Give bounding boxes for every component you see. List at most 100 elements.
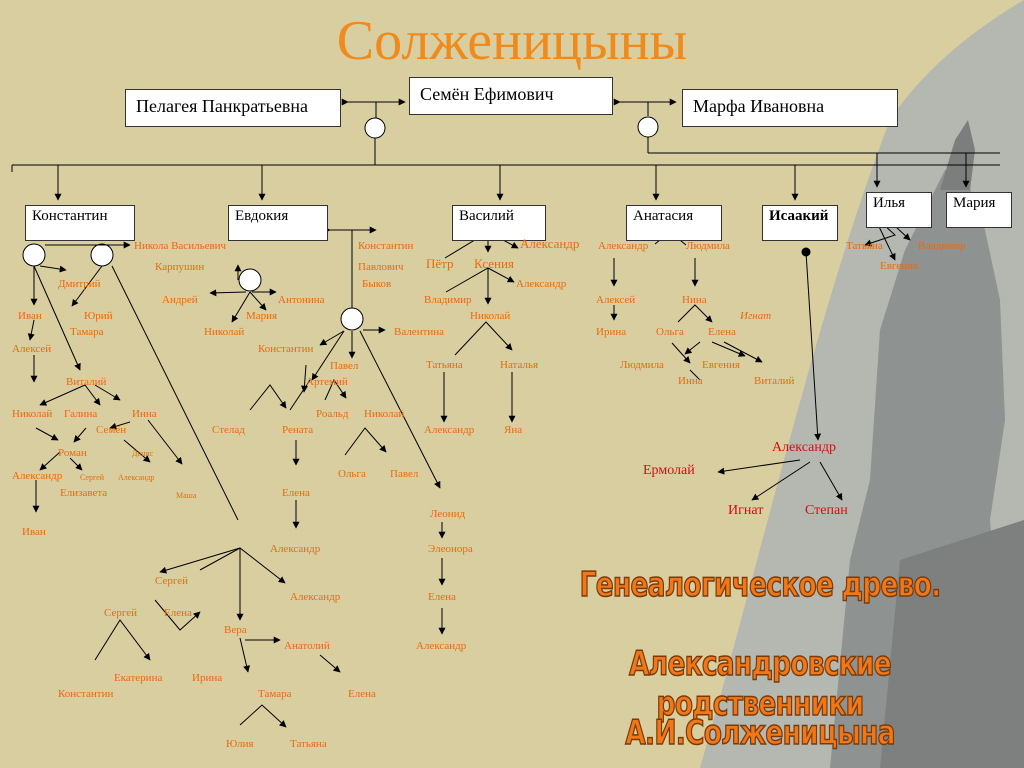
person: Карпушин	[155, 261, 205, 273]
person: Нина	[682, 294, 707, 306]
person: Рената	[282, 424, 314, 436]
person: Татьяна	[426, 359, 463, 371]
person: Константин	[358, 240, 414, 252]
person: Татьяна	[290, 738, 327, 750]
person: Леонид	[430, 508, 466, 520]
person: Галина	[64, 408, 98, 420]
person: Елена	[164, 607, 192, 619]
person: Мария	[246, 310, 278, 322]
person: Николай	[204, 326, 245, 338]
person: Александр	[416, 640, 467, 652]
person: Андрей	[162, 294, 198, 306]
person: Елена	[348, 688, 376, 700]
person: Артемий	[306, 376, 348, 388]
person: Никола Васильевич	[134, 240, 227, 252]
person: Быков	[362, 278, 392, 290]
person: Александр	[516, 278, 567, 290]
person: Елизавета	[60, 487, 108, 499]
person: Елена	[708, 326, 736, 338]
person: Павел	[330, 360, 359, 372]
box-semen: Семён Ефимович	[409, 77, 613, 115]
person: Дмитрий	[58, 278, 101, 290]
person: Ирина	[596, 326, 627, 338]
person: Роальд	[316, 408, 349, 420]
person: Елена	[282, 487, 310, 499]
person: Константин	[58, 688, 114, 700]
person: Ольга	[656, 326, 684, 338]
person: Ольга	[338, 468, 366, 480]
person: Сергей	[80, 473, 104, 482]
person: Тамара	[258, 688, 292, 700]
person: Людмила	[620, 359, 664, 371]
banner-line-3: А.И.Солженицына	[625, 712, 896, 754]
person: Николай	[364, 408, 405, 420]
person: Сергей	[155, 575, 188, 587]
person: Александр	[520, 236, 580, 251]
person: Ксения	[474, 256, 514, 271]
person-grandson: Степан	[805, 503, 848, 518]
box-vasiliy: Василий	[452, 205, 546, 241]
person: Сергей	[104, 607, 137, 619]
person: Анатолий	[284, 640, 330, 652]
person: Юлия	[226, 738, 254, 750]
person: Маша	[176, 491, 197, 500]
person: Николай	[12, 408, 53, 420]
box-anatasiya: Анатасия	[626, 205, 722, 241]
box-isaakiy: Исаакий	[762, 205, 838, 241]
person-son: Александр	[772, 440, 836, 455]
person: Юрий	[84, 310, 113, 322]
person: Наталья	[500, 359, 539, 371]
person: Екатерина	[114, 672, 163, 684]
person: Павел	[390, 468, 419, 480]
person: Антонина	[278, 294, 325, 306]
box-marfa: Марфа Ивановна	[682, 89, 898, 127]
person: Николай	[470, 310, 511, 322]
person: Пётр	[426, 256, 454, 271]
person-grandson: Игнат	[728, 503, 764, 518]
person: Евгения	[702, 359, 740, 371]
box-ilya: Илья	[866, 192, 932, 228]
person: Валентина	[394, 326, 445, 338]
person: Алексей	[596, 294, 636, 306]
person: Яна	[504, 424, 523, 436]
box-pelageya: Пелагея Панкратьевна	[125, 89, 341, 127]
person: Владимир	[424, 294, 472, 306]
person: Виталий	[66, 376, 107, 388]
person: Павлович	[358, 261, 404, 273]
person: Стелад	[212, 424, 245, 436]
person: Виталий	[754, 375, 795, 387]
person: Людмила	[686, 240, 730, 252]
person: Евгения	[880, 260, 918, 272]
person: Ирина	[192, 672, 223, 684]
person: Татьяна	[846, 240, 883, 252]
person: Инна	[132, 408, 157, 420]
person: Александр	[598, 240, 649, 252]
box-mariya: Мария	[946, 192, 1012, 228]
person: Владимир	[918, 240, 966, 252]
person: Алексей	[12, 343, 52, 355]
person: Роман	[58, 447, 87, 459]
person: Семён	[96, 424, 127, 436]
banner-line-1: Генеалогическое древо.	[579, 564, 942, 606]
person: Тамара	[70, 326, 104, 338]
person: Александр	[424, 424, 475, 436]
person: Иван	[22, 526, 46, 538]
person: Александр	[290, 591, 341, 603]
person: Элеонора	[428, 543, 473, 555]
banner-line-2: Александровские родственники	[628, 643, 892, 725]
person: Александр	[118, 473, 155, 482]
person-grandson: Ермолай	[643, 463, 695, 478]
person: Константин	[258, 343, 314, 355]
box-konstantin: Константин	[25, 205, 135, 241]
box-evdokiya: Евдокия	[228, 205, 328, 241]
person: Денис	[132, 449, 154, 458]
person: Елена	[428, 591, 456, 603]
person: Александр	[270, 543, 321, 555]
person: Вера	[224, 624, 247, 636]
page-title: Солженицыны	[336, 10, 688, 72]
person: Игнат	[740, 310, 772, 322]
person: Александр	[12, 470, 63, 482]
